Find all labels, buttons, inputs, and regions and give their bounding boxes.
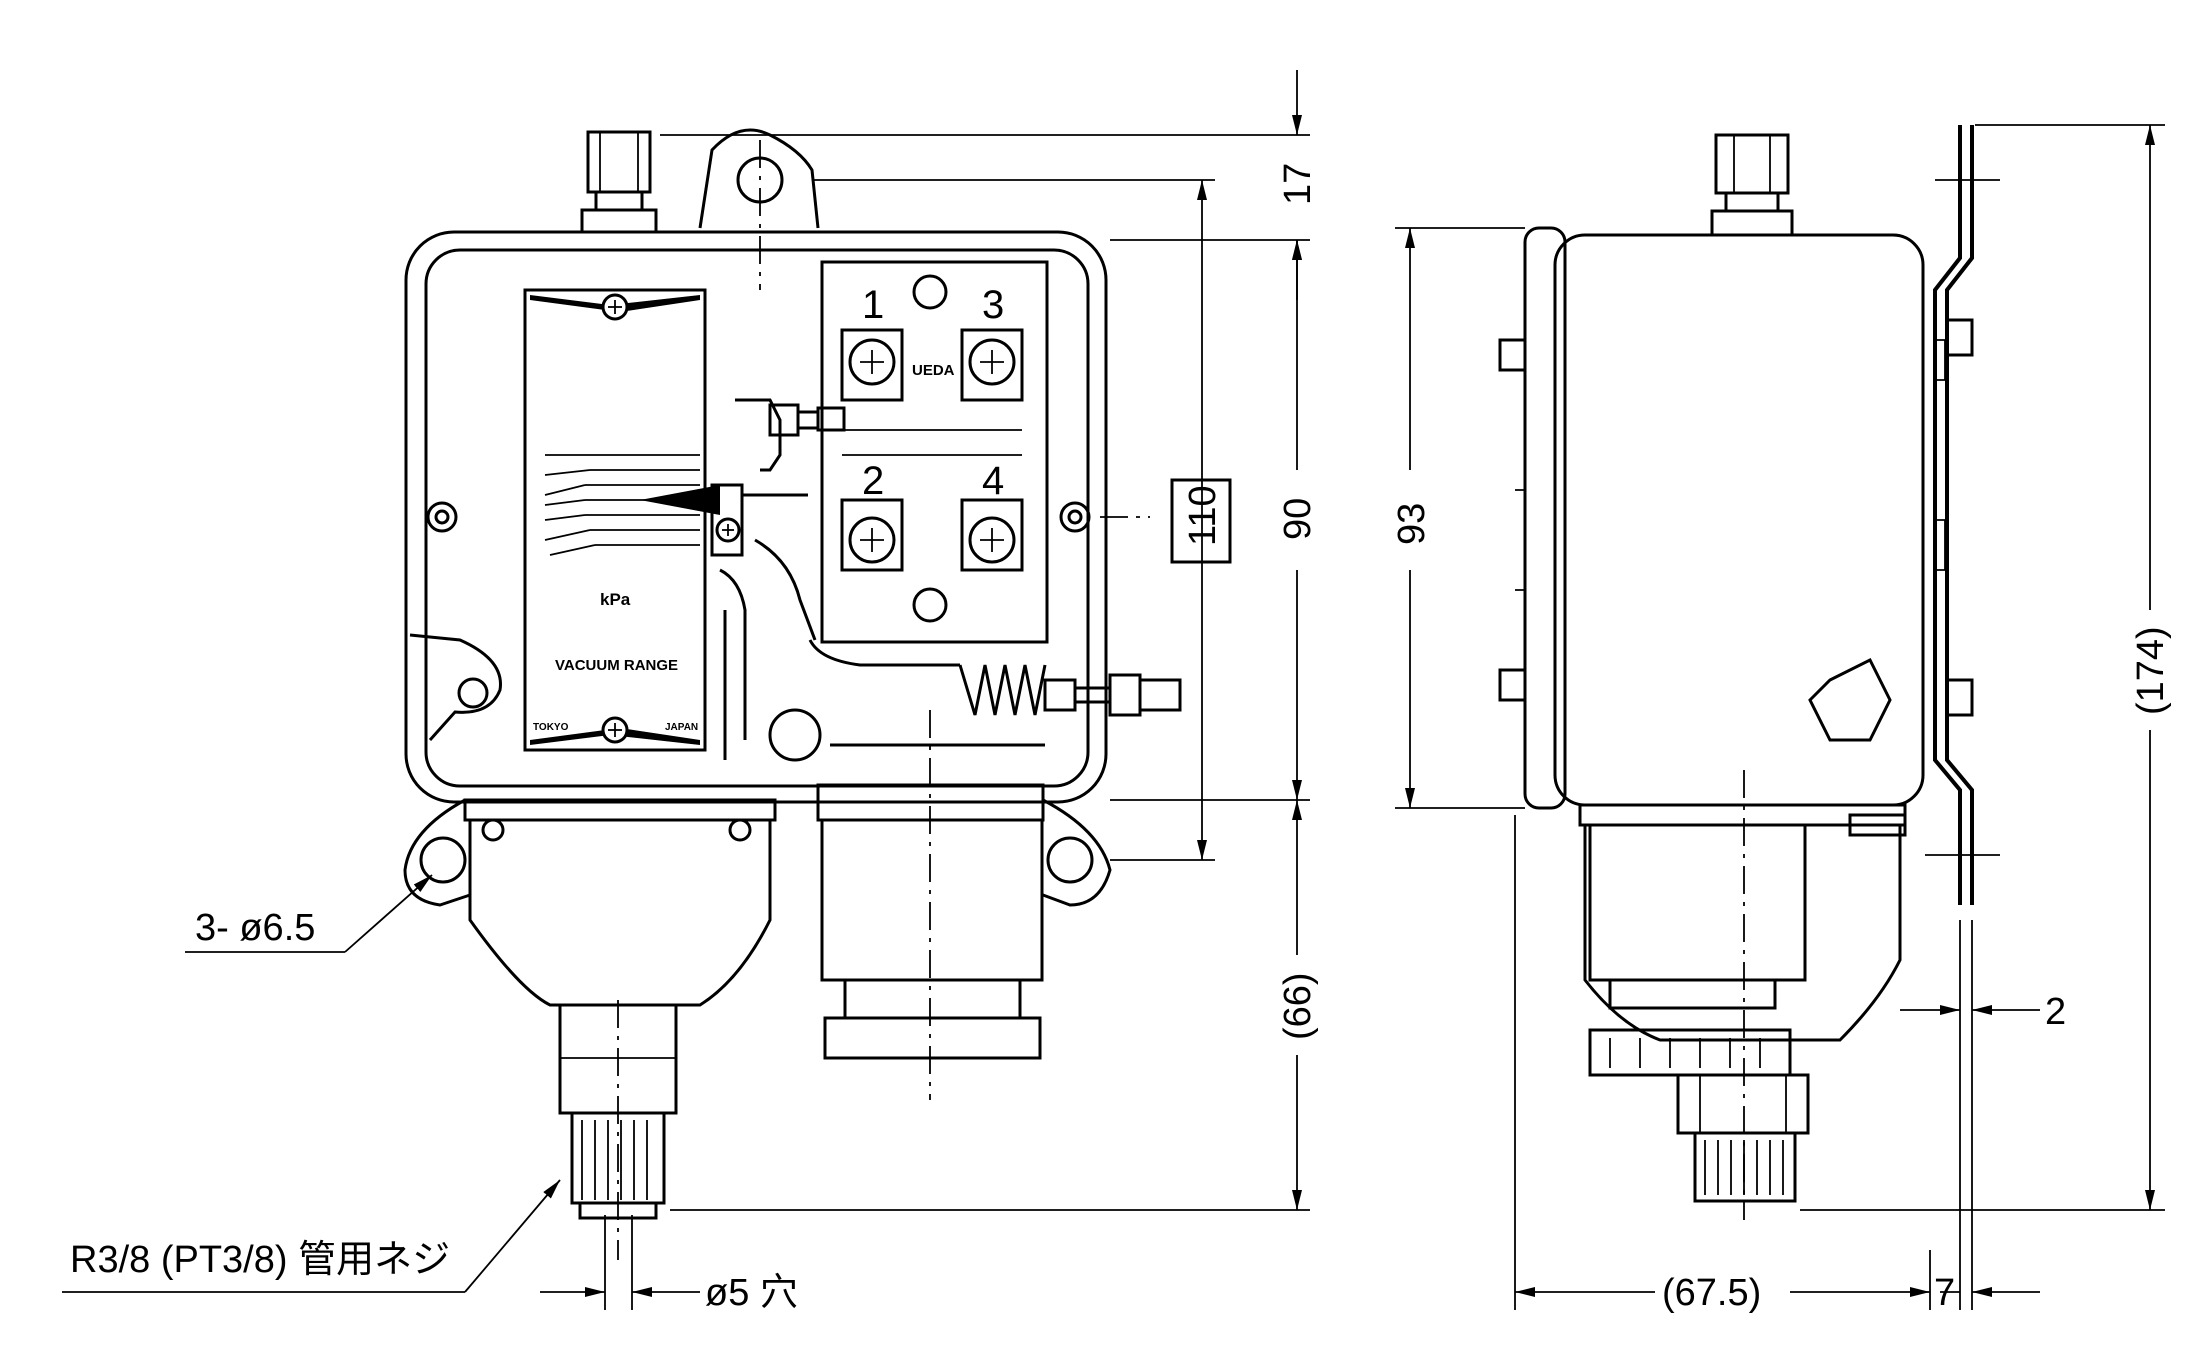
dim-overall: (174) bbox=[2130, 626, 2172, 715]
side-hex-plug bbox=[1808, 657, 1892, 742]
side-body bbox=[1553, 233, 1925, 807]
dim-box-frame bbox=[1170, 478, 1232, 564]
side-dimensions: 93 (174) 2 (67.5) 7 bbox=[1391, 124, 2172, 1314]
callout-mount-holes: 3- ø6.5 bbox=[195, 907, 315, 949]
front-dimensions: 17 110 90 (66) bbox=[660, 70, 1319, 1211]
dim-offset: 7 bbox=[1934, 1272, 1955, 1314]
top-fitting bbox=[580, 130, 658, 234]
top-mount-ear bbox=[698, 128, 820, 229]
range-spring bbox=[808, 639, 1182, 747]
linkage bbox=[710, 398, 846, 762]
dim-plate: 2 bbox=[2045, 991, 2066, 1033]
dial-maker-right: JAPAN bbox=[665, 722, 698, 733]
terminal-1: 1 bbox=[862, 283, 884, 327]
dim-body-height: 90 bbox=[1277, 498, 1319, 540]
callouts: 3- ø6.5 R3/8 (PT3/8) 管用ネジ ø5 穴 bbox=[62, 874, 798, 1314]
side-view: 93 (174) 2 (67.5) 7 bbox=[1391, 124, 2172, 1314]
dim-top: 17 bbox=[1277, 163, 1319, 205]
side-cover bbox=[1523, 226, 1567, 810]
terminal-3: 3 bbox=[982, 283, 1004, 327]
dim-box: 110 bbox=[1182, 485, 1224, 546]
dim-side-body-height: 93 bbox=[1391, 503, 1433, 545]
dial-maker-left: TOKYO bbox=[533, 722, 569, 733]
callout-bore: ø5 穴 bbox=[705, 1272, 798, 1314]
callout-thread: R3/8 (PT3/8) 管用ネジ bbox=[70, 1239, 450, 1281]
dim-lower: (66) bbox=[1277, 972, 1319, 1040]
dial-range-label: VACUUM RANGE bbox=[555, 657, 678, 674]
bottom-flange bbox=[403, 783, 1112, 1220]
dial-plate: kPa VACUUM RANGE TOKYO JAPAN bbox=[523, 288, 720, 752]
dial-unit-label: kPa bbox=[600, 590, 631, 609]
terminal-2: 2 bbox=[862, 459, 884, 503]
side-ears bbox=[409, 501, 1091, 741]
side-top-fitting bbox=[1710, 133, 1794, 237]
terminal-block: UEDA 1 2 3 4 bbox=[820, 260, 1049, 644]
dim-depth: (67.5) bbox=[1662, 1272, 1761, 1314]
terminal-brand: UEDA bbox=[912, 362, 955, 379]
center-lines bbox=[617, 140, 1150, 1260]
terminal-4: 4 bbox=[982, 459, 1004, 503]
mount-bracket bbox=[1933, 125, 1962, 905]
front-view: kPa VACUUM RANGE TOKYO JAPAN bbox=[62, 70, 1319, 1314]
